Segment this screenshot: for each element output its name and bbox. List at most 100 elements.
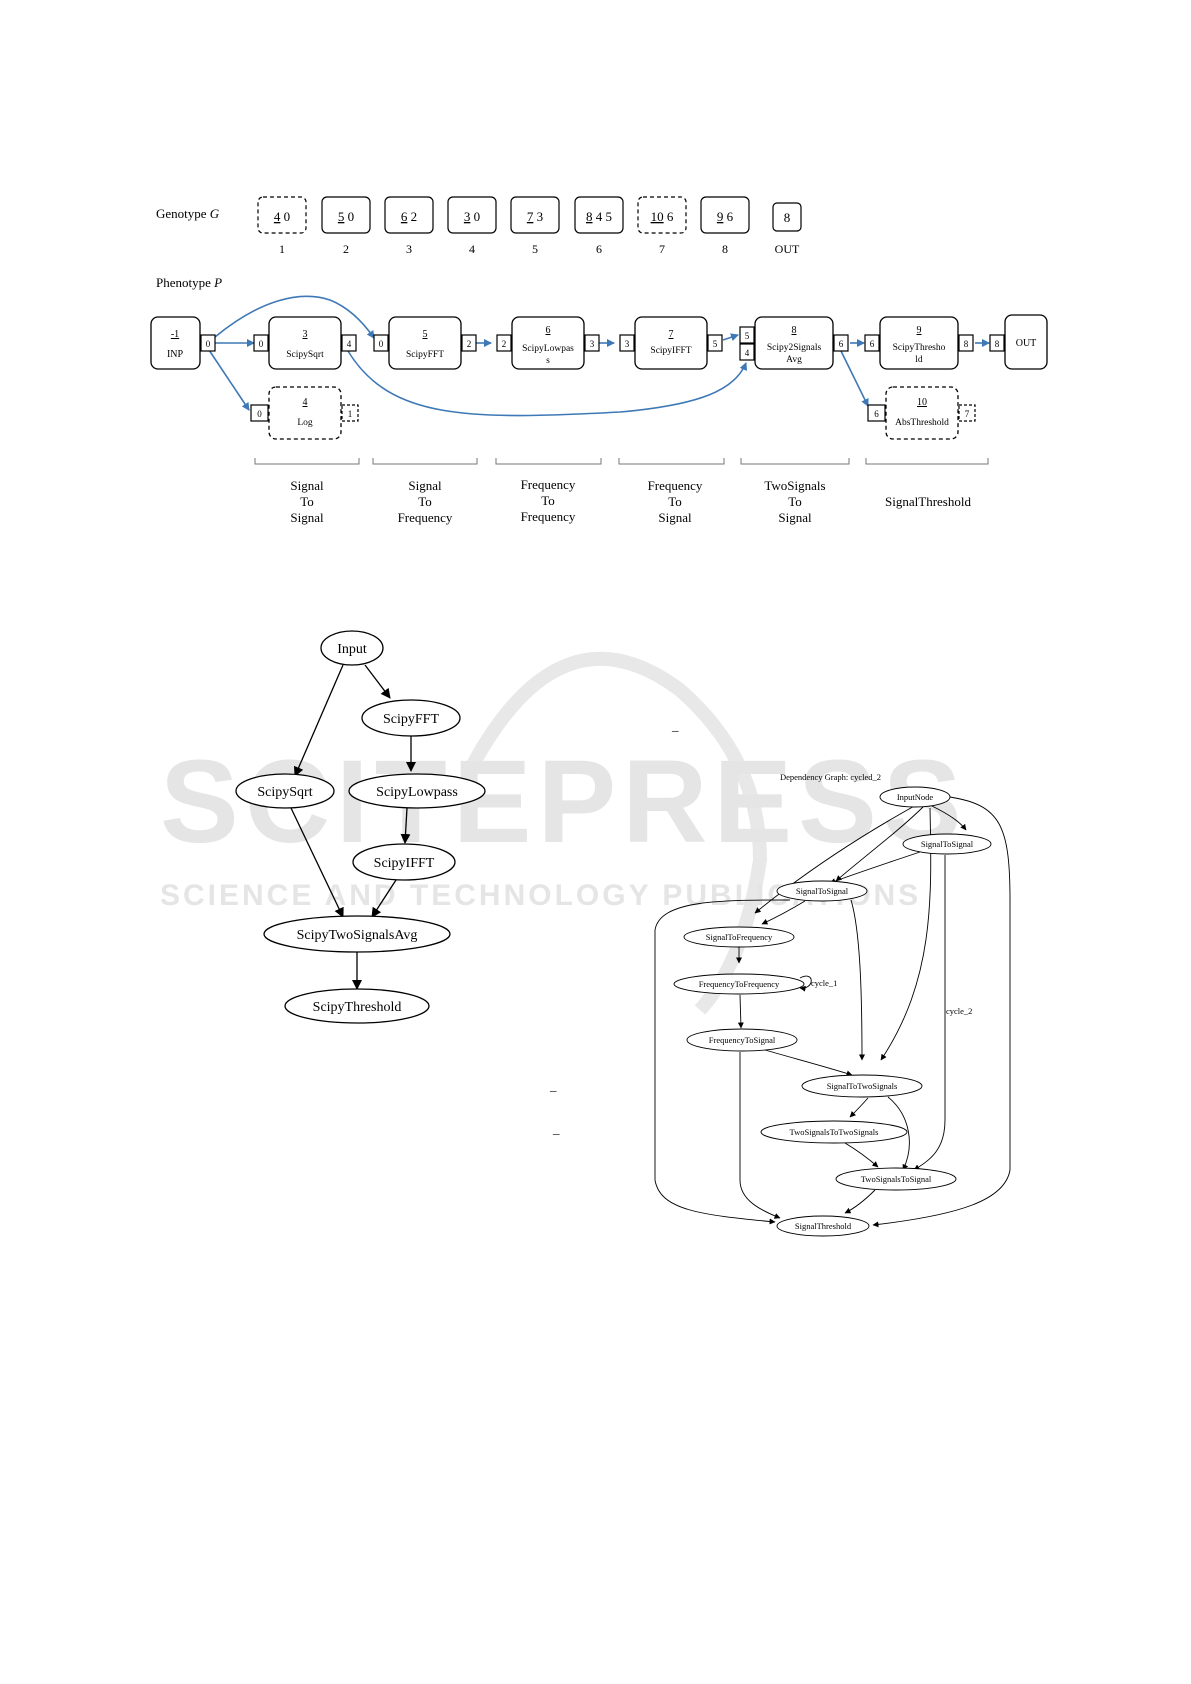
svg-text:ScipyThreshold: ScipyThreshold [313, 1000, 402, 1015]
svg-text:Frequency: Frequency [648, 478, 703, 493]
svg-text:SignalToFrequency: SignalToFrequency [706, 932, 773, 942]
group-label-5: TwoSignals To Signal [764, 478, 825, 525]
svg-text:ScipyIFFT: ScipyIFFT [374, 856, 435, 871]
dep-node-input: InputNode [879, 786, 951, 808]
dep-edge-f2f-f2s [737, 994, 744, 1029]
edge-avg-abs [840, 350, 869, 407]
edge-sqrt-avg [347, 350, 748, 417]
node-ifft-id: 7 [669, 329, 674, 340]
node-abs-out-port: 7 [965, 409, 970, 419]
gene-6-index: 6 [596, 242, 602, 256]
edge-ifft-avg [371, 879, 397, 918]
dep-node-signal-to-signal-b: SignalToSignal [902, 833, 992, 855]
pipeline-node-fft: ScipyFFT [361, 699, 461, 737]
dep-node-signal-to-frequency: SignalToFrequency [683, 926, 795, 948]
gene-5-index: 5 [532, 242, 538, 256]
svg-text:Frequency: Frequency [521, 477, 576, 492]
phenotype-label: Phenotype P [156, 275, 222, 290]
node-threshold-name-2: ld [915, 355, 923, 365]
phenotype-section: Phenotype P -1 INP 0 0 3 [150, 275, 1048, 525]
dep-edge-input-s2s-a [835, 805, 925, 882]
gene-3: 6 2 3 [384, 196, 434, 256]
gene-2-text: 5 0 [338, 209, 354, 224]
group-label-6: SignalThreshold [885, 494, 971, 509]
node-threshold-id: 9 [917, 325, 922, 336]
svg-text:ScipyTwoSignalsAvg: ScipyTwoSignalsAvg [297, 928, 418, 943]
dep-node-two-signals-to-signal: TwoSignalsToSignal [835, 1167, 957, 1191]
pipeline-node-ifft: ScipyIFFT [352, 843, 456, 881]
node-lowpass-id: 6 [546, 325, 551, 336]
dep-node-signal-to-two-signals: SignalToTwoSignals [801, 1074, 923, 1098]
group-label-2: Signal To Frequency [398, 478, 453, 525]
node-avg-name-2: Avg [786, 355, 802, 365]
pipeline-graph: Input ScipyFFT ScipySqrt ScipyLowpass Sc… [235, 630, 486, 1024]
gene-6: 8 4 5 6 [574, 196, 624, 256]
stray-mark-1: _ [671, 718, 679, 733]
svg-text:FrequencyToFrequency: FrequencyToFrequency [699, 979, 780, 989]
dep-edge-ts2s-threshold [844, 1189, 876, 1214]
svg-text:Signal: Signal [290, 478, 324, 493]
node-fft-out-port: 2 [467, 339, 472, 349]
pipeline-node-sqrt: ScipySqrt [235, 773, 335, 809]
dep-edge-s2s-a-threshold [654, 899, 791, 1225]
node-inp: -1 INP 0 [150, 316, 216, 370]
gene-4: 3 0 4 [447, 196, 497, 256]
gene-7-index: 7 [659, 242, 665, 256]
node-ifft-name: ScipyIFFT [650, 346, 691, 356]
pipeline-node-avg: ScipyTwoSignalsAvg [263, 915, 451, 953]
node-avg-out-port: 6 [839, 339, 844, 349]
watermark: SCITEPRESS SCIENCE AND TECHNOLOGY PUBLIC… [160, 651, 962, 1015]
dep-edge-label-cycle-2: cycle_2 [946, 1006, 972, 1016]
node-ifft: 3 7 ScipyIFFT 5 [619, 316, 723, 370]
node-inp-id: -1 [171, 329, 179, 340]
dep-node-two-signals-to-two-signals: TwoSignalsToTwoSignals [760, 1120, 908, 1144]
pipeline-node-threshold: ScipyThreshold [284, 988, 430, 1024]
pipeline-node-lowpass: ScipyLowpass [348, 773, 486, 809]
dep-edge-input-s2s-b [931, 805, 967, 831]
dependency-graph: Dependency Graph: cycled_2 cycle_1 cycle… [654, 772, 1011, 1237]
svg-text:SignalThreshold: SignalThreshold [795, 1221, 852, 1231]
node-avg-in-port-1: 5 [745, 331, 750, 341]
dep-node-signal-to-signal-a: SignalToSignal [776, 880, 868, 902]
pipeline-edges [290, 664, 416, 990]
node-lowpass: 2 6 ScipyLowpas s 3 [496, 316, 600, 370]
svg-text:TwoSignalsToTwoSignals: TwoSignalsToTwoSignals [790, 1127, 879, 1137]
svg-text:Frequency: Frequency [398, 510, 453, 525]
gene-3-index: 3 [406, 242, 412, 256]
node-threshold-in-port: 6 [870, 339, 875, 349]
node-fft-in-port: 0 [379, 339, 384, 349]
node-out-in-port: 8 [995, 339, 1000, 349]
gene-out: 8 OUT [772, 202, 802, 256]
group-labels: Signal To Signal Signal To Frequency Fre… [290, 477, 971, 525]
svg-text:To: To [788, 494, 802, 509]
node-log: 0 4 Log 1 [250, 386, 359, 440]
gene-7-text: 10 6 [651, 209, 674, 224]
svg-text:Signal: Signal [658, 510, 692, 525]
group-label-3: Frequency To Frequency [521, 477, 576, 524]
node-avg-id: 8 [792, 325, 797, 336]
svg-text:SignalToTwoSignals: SignalToTwoSignals [827, 1081, 898, 1091]
genotype-section: Genotype G 4 0 1 5 0 2 6 2 3 3 0 4 7 3 5 [156, 196, 802, 256]
gene-5: 7 3 5 [510, 196, 560, 256]
svg-text:To: To [541, 493, 555, 508]
node-avg: 5 4 8 Scipy2Signals Avg 6 [739, 316, 849, 370]
stray-mark-2: _ [549, 1078, 557, 1093]
edge-ifft-avg [722, 333, 739, 342]
svg-text:Signal: Signal [778, 510, 812, 525]
dep-edge-s2s-a-s2ts [850, 899, 865, 1061]
node-avg-name-1: Scipy2Signals [767, 343, 822, 353]
svg-text:ScipyLowpass: ScipyLowpass [376, 785, 458, 800]
gene-4-text: 3 0 [464, 209, 480, 224]
dep-edge-s2ts-ts2ts [849, 1097, 869, 1118]
gene-out-index: OUT [775, 242, 800, 256]
node-sqrt-in-port: 0 [259, 339, 264, 349]
gene-5-text: 7 3 [527, 209, 543, 224]
node-ifft-in-port: 3 [625, 339, 630, 349]
group-label-4: Frequency To Signal [648, 478, 703, 525]
gene-3-text: 6 2 [401, 209, 417, 224]
dep-node-frequency-to-signal: FrequencyToSignal [686, 1028, 798, 1052]
svg-text:SignalToSignal: SignalToSignal [796, 886, 849, 896]
dependency-graph-title: Dependency Graph: cycled_2 [780, 772, 881, 782]
svg-text:ScipySqrt: ScipySqrt [257, 785, 312, 800]
